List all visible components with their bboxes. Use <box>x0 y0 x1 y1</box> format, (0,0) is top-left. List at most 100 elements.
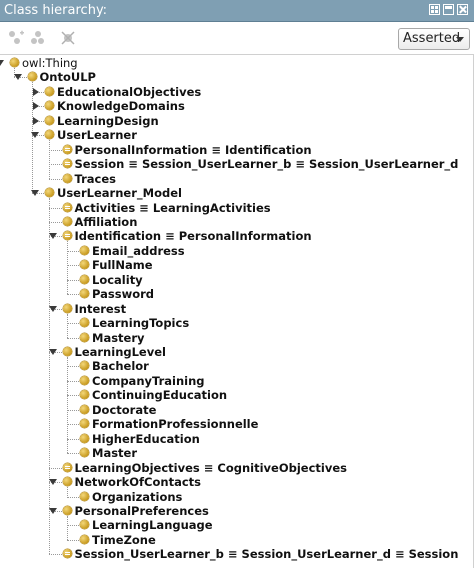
expanded-toggle-icon[interactable] <box>48 349 57 355</box>
expanded-toggle-icon[interactable] <box>48 233 57 240</box>
tree-node-label: Affiliation <box>74 214 138 229</box>
tree-connector <box>66 539 79 541</box>
class-icon <box>62 303 72 313</box>
tree-node-label: Identification ≡ PersonalInformation <box>74 229 312 244</box>
class-icon <box>62 216 72 226</box>
tree-node-label: UserLearner_Model <box>57 186 182 201</box>
tree-node-label: PersonalPreferences <box>74 503 209 518</box>
tree-node-label: KnowledgeDomains <box>57 99 185 114</box>
tree-connector <box>66 366 79 368</box>
tree-connector <box>66 525 79 527</box>
tree-node-label: Traces <box>74 171 116 186</box>
class-icon <box>80 289 89 299</box>
tree-node-label: owl:Thing <box>22 56 78 70</box>
equivalent-class-icon <box>62 202 72 212</box>
tree-connector <box>66 515 68 540</box>
class-icon <box>80 332 89 342</box>
tree-node-label: LearningLanguage <box>92 518 213 533</box>
equivalent-class-icon <box>62 144 72 154</box>
grid-icon[interactable] <box>429 4 440 15</box>
expanded-toggle-icon[interactable] <box>31 132 39 139</box>
tree-connector <box>66 380 79 382</box>
hierarchy-toolbar: Asserted <box>0 22 474 54</box>
delete-class-icon <box>61 31 75 45</box>
equivalent-class-icon <box>62 159 72 169</box>
class-icon <box>80 448 89 458</box>
class-icon <box>45 86 54 96</box>
tree-node-label: CompanyTraining <box>92 373 205 388</box>
tree-connector <box>66 438 79 440</box>
class-icon <box>45 130 54 140</box>
class-icon <box>62 173 72 183</box>
tree-node-label: UserLearner <box>57 128 137 143</box>
tree-connector <box>49 554 62 556</box>
class-icon <box>80 318 89 328</box>
view-mode-value: Asserted <box>403 31 461 46</box>
class-icon <box>45 115 54 125</box>
tree-connector <box>66 337 79 339</box>
class-icon <box>80 361 89 371</box>
add-subclass-button[interactable] <box>6 28 26 48</box>
class-icon <box>62 347 72 356</box>
expanded-toggle-icon[interactable] <box>13 74 22 81</box>
tree-node-label: LearningTopics <box>92 316 190 331</box>
expanded-toggle-icon[interactable] <box>48 305 57 312</box>
equivalent-class-icon <box>62 231 72 241</box>
tree-connector <box>66 496 79 498</box>
tree-node-label: LearningDesign <box>57 113 159 128</box>
panel-titlebar: Class hierarchy: <box>0 0 474 22</box>
class-icon <box>62 477 72 487</box>
tree-connector <box>66 279 79 281</box>
class-icon <box>80 419 89 429</box>
class-icon <box>80 433 89 443</box>
tree-connector <box>66 294 79 296</box>
tree-node-label: OntoULP <box>39 70 96 85</box>
add-sibling-icon <box>31 31 44 44</box>
view-mode-select[interactable]: Asserted <box>398 28 470 50</box>
expanded-toggle-icon[interactable] <box>0 60 4 66</box>
tree-connector <box>66 395 79 397</box>
tree-node-label: Mastery <box>92 330 145 345</box>
tree-node-label: HigherEducation <box>92 431 200 446</box>
class-icon <box>27 72 37 82</box>
expanded-toggle-icon[interactable] <box>31 190 39 197</box>
tree-connector <box>66 487 68 497</box>
titlebar-icons <box>429 4 468 15</box>
tree-node-label: Locality <box>92 272 143 287</box>
tree-connector <box>66 409 79 411</box>
add-sibling-button[interactable] <box>28 28 48 48</box>
tree-node-label: Email_address <box>92 243 185 258</box>
tree-node-label: NetworkOfContacts <box>74 475 202 490</box>
tree-node-label: FormationProfessionnelle <box>92 417 259 432</box>
tree-connector <box>66 241 68 295</box>
tree-node-label: TimeZone <box>92 532 156 547</box>
class-icon <box>62 505 72 515</box>
tree-connector <box>66 265 79 267</box>
equivalent-class-icon <box>62 549 72 559</box>
tree-node-label: Session_UserLearner_b ≡ Session_UserLear… <box>74 547 459 562</box>
expanded-toggle-icon[interactable] <box>48 507 57 514</box>
tree-connector <box>49 221 62 223</box>
tree-connector <box>49 178 62 180</box>
class-icon <box>10 58 19 67</box>
window-icon[interactable] <box>443 4 454 15</box>
collapsed-toggle-icon[interactable] <box>33 102 39 111</box>
collapsed-toggle-icon[interactable] <box>33 116 39 125</box>
tree-connector <box>49 467 62 469</box>
collapsed-toggle-icon[interactable] <box>33 87 39 96</box>
tree-connector <box>49 198 50 555</box>
close-icon[interactable] <box>457 4 468 15</box>
expanded-toggle-icon[interactable] <box>48 479 57 486</box>
delete-class-button[interactable] <box>58 28 78 48</box>
tree-connector <box>49 140 50 179</box>
tree-node-label: PersonalInformation ≡ Identification <box>74 142 312 157</box>
tree-connector <box>66 357 68 454</box>
tree-node-label: Doctorate <box>92 402 157 417</box>
class-icon <box>80 375 89 385</box>
tree-node-label: Password <box>92 287 154 302</box>
tree-connector <box>66 453 79 455</box>
tree-node-label: ContinuingEducation <box>92 388 228 403</box>
tree-connector <box>49 207 62 209</box>
equivalent-class-icon <box>62 462 72 472</box>
